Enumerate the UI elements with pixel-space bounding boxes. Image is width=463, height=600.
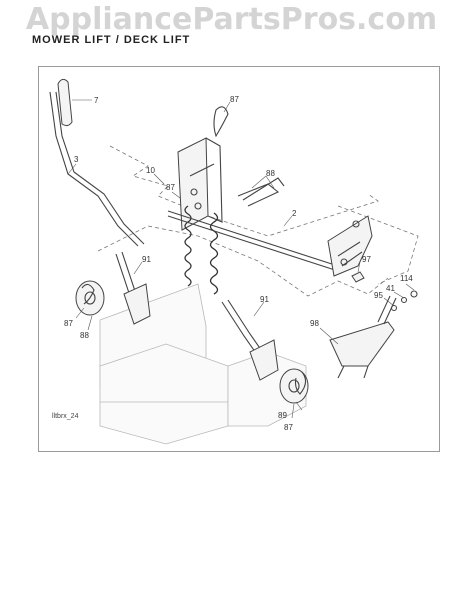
lift-springs xyxy=(184,205,219,295)
diagram-frame xyxy=(38,66,440,452)
callout-87-right: 87 xyxy=(284,423,293,432)
bolt xyxy=(351,271,365,283)
pivot-bracket xyxy=(177,137,223,231)
callout-95: 95 xyxy=(374,291,383,300)
callout-leaders xyxy=(67,99,415,419)
right-lift-link xyxy=(221,299,279,381)
right-washer-clip xyxy=(279,368,309,404)
lift-link-wires xyxy=(237,177,285,207)
callout-10: 10 xyxy=(146,166,155,175)
callout-2: 2 xyxy=(292,209,297,218)
left-washer-clip xyxy=(75,280,105,316)
callout-87-left: 87 xyxy=(64,319,73,328)
dashed-outline-right xyxy=(337,205,419,285)
callout-88-left: 88 xyxy=(80,331,89,340)
callout-97: 97 xyxy=(362,255,371,264)
callout-87-top: 87 xyxy=(230,95,239,104)
callout-91-right: 91 xyxy=(260,295,269,304)
callout-114: 114 xyxy=(400,274,413,283)
page-title: MOWER LIFT / DECK LIFT xyxy=(32,34,191,46)
lift-handle xyxy=(49,78,145,247)
deck-outline xyxy=(99,283,307,445)
left-lift-link xyxy=(115,251,151,325)
lift-rod xyxy=(167,210,339,272)
dashed-outline-upper xyxy=(109,145,379,237)
callout-91-left: 91 xyxy=(142,255,151,264)
handle-grip xyxy=(57,78,73,127)
callout-7: 7 xyxy=(94,96,99,105)
callout-88-wires: 88 xyxy=(266,169,275,178)
dashed-outline-lower xyxy=(97,225,389,297)
callout-98: 98 xyxy=(310,319,319,328)
callout-labels: 7 3 87 10 87 88 2 97 114 41 95 91 87 88 … xyxy=(64,95,413,432)
callout-89: 89 xyxy=(278,411,287,420)
watermark-logo: AppliancePartsPros.com xyxy=(25,2,438,37)
parts-diagram: 7 3 87 10 87 88 2 97 114 41 95 91 87 88 … xyxy=(49,78,419,445)
callout-3: 3 xyxy=(74,155,79,164)
right-lift-bracket xyxy=(327,215,373,277)
callout-87-bracket: 87 xyxy=(166,183,175,192)
figure-id-label: lltbrx_24 xyxy=(52,413,79,420)
rear-lift-bracket xyxy=(329,295,397,379)
callout-41: 41 xyxy=(386,284,395,293)
hairpin-clip-top xyxy=(213,106,229,138)
